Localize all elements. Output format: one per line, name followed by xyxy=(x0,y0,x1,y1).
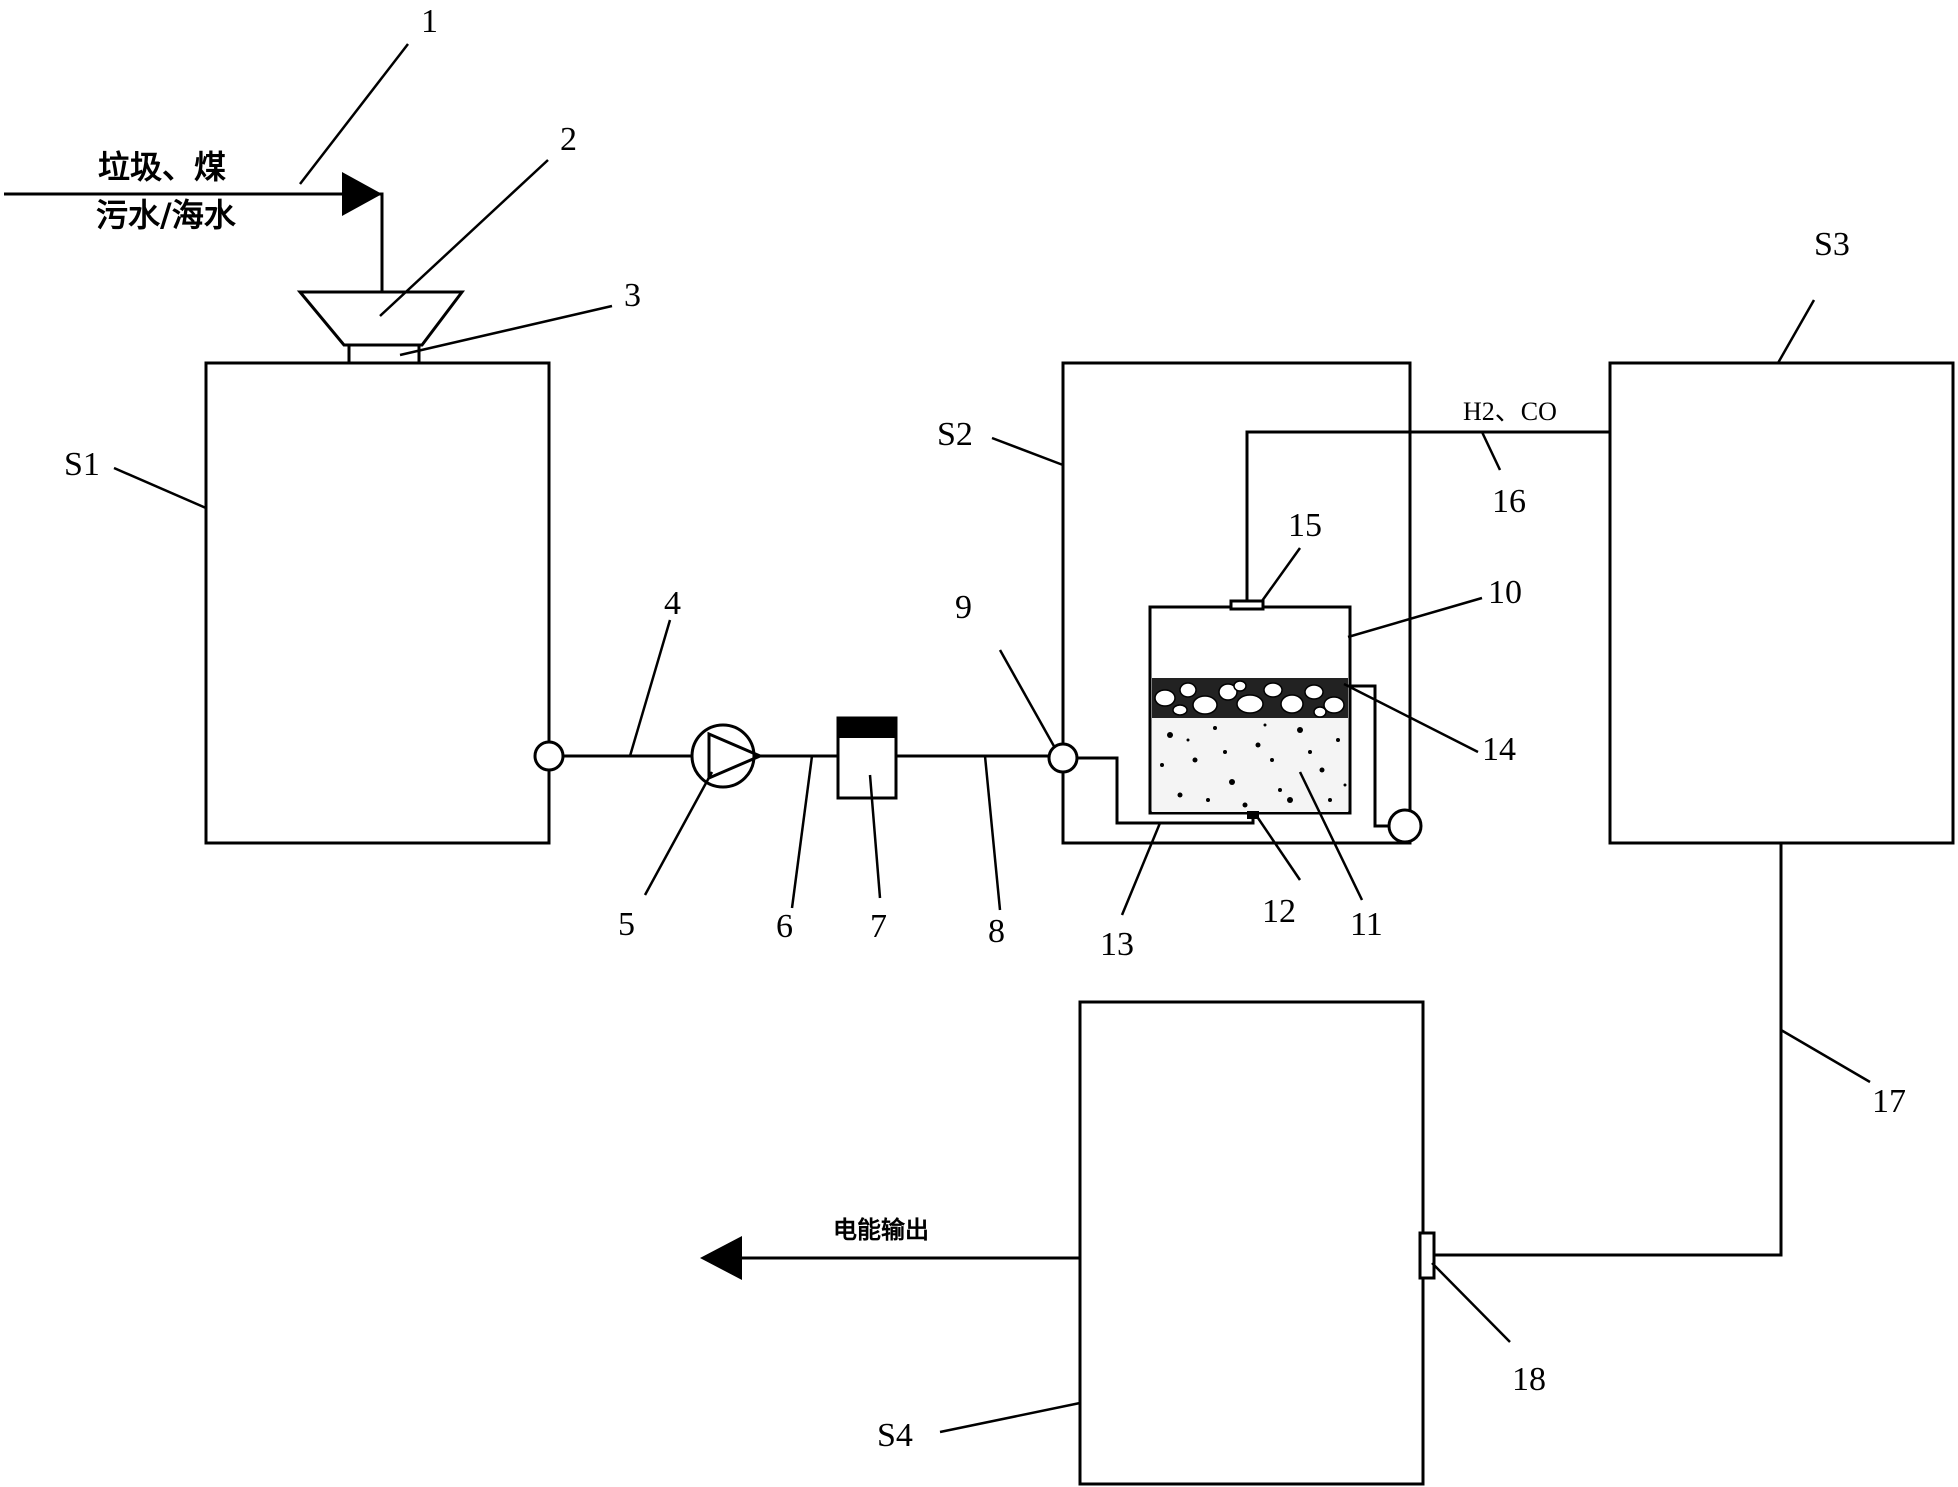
callout-13: 13 xyxy=(1100,926,1134,963)
output-arrow-icon xyxy=(700,1236,742,1280)
leader-2 xyxy=(379,159,549,317)
callout-11: 11 xyxy=(1350,906,1383,943)
leader-6 xyxy=(790,755,814,909)
transfer-line: 4 5 6 7 8 xyxy=(563,585,1052,950)
leader-4 xyxy=(628,619,672,757)
feed-inlet: 垃圾、煤 污水/海水 1 xyxy=(4,3,438,292)
bottom-nozzle-12 xyxy=(1247,811,1259,819)
inlet-valve-9 xyxy=(1047,742,1079,774)
callout-9: 9 xyxy=(955,589,972,626)
s1-tank xyxy=(204,361,551,845)
s3-unit xyxy=(1608,361,1955,845)
connector-18 xyxy=(1418,1231,1436,1280)
callout-5: 5 xyxy=(618,906,635,943)
pump-arrow-icon xyxy=(707,731,764,781)
filter-cap xyxy=(838,718,896,738)
bed-particles xyxy=(1160,723,1347,808)
hopper-funnel xyxy=(296,290,466,347)
unit-s3: S3 xyxy=(1608,226,1955,845)
unit-s4: 18 S4 xyxy=(877,1000,1546,1486)
callout-18: 18 xyxy=(1512,1361,1546,1398)
pump-5 xyxy=(690,723,756,789)
feed-drop-line xyxy=(342,192,384,292)
leader-11 xyxy=(1298,771,1364,901)
leader-s3 xyxy=(1776,299,1816,364)
label-s3: S3 xyxy=(1814,226,1850,263)
recirc-valve xyxy=(1387,808,1423,844)
s1-outlet-valve xyxy=(533,740,565,772)
callout-4: 4 xyxy=(664,585,681,622)
label-s1: S1 xyxy=(64,446,100,483)
callout-2: 2 xyxy=(560,121,577,158)
leader-s4 xyxy=(939,1401,1081,1434)
label-s4: S4 xyxy=(877,1417,913,1454)
callout-3: 3 xyxy=(624,277,641,314)
callout-8: 8 xyxy=(988,913,1005,950)
output-label: 电能输出 xyxy=(833,1216,929,1244)
leader-3 xyxy=(399,304,613,357)
callout-7: 7 xyxy=(870,908,887,945)
callout-6: 6 xyxy=(776,908,793,945)
pipe-13 xyxy=(1077,756,1255,825)
power-output: 电能输出 xyxy=(700,1216,1080,1280)
leader-18 xyxy=(1431,1262,1511,1343)
label-s2: S2 xyxy=(937,416,973,453)
gas-label: H2、CO xyxy=(1463,397,1557,426)
leader-10 xyxy=(1347,596,1483,639)
leader-5 xyxy=(643,771,714,896)
input-label-water: 污水/海水 xyxy=(96,196,237,234)
leader-16 xyxy=(1480,431,1502,471)
leader-17 xyxy=(1780,1028,1871,1084)
input-label-waste-coal: 垃圾、煤 xyxy=(98,148,226,186)
leader-15 xyxy=(1260,547,1302,602)
callout-16: 16 xyxy=(1492,483,1526,520)
hopper: 2 3 xyxy=(296,121,641,365)
leader-13 xyxy=(1120,822,1162,916)
leader-s2 xyxy=(991,436,1064,467)
callout-10: 10 xyxy=(1488,574,1522,611)
leader-12 xyxy=(1256,817,1302,881)
gas-outlet-15 xyxy=(1229,599,1265,611)
callout-17: 17 xyxy=(1872,1083,1906,1120)
callout-1: 1 xyxy=(421,3,438,40)
callout-14: 14 xyxy=(1482,731,1516,768)
pebbles xyxy=(1154,680,1345,718)
leader-s1 xyxy=(113,466,207,510)
leader-1 xyxy=(299,43,409,185)
leader-8 xyxy=(983,755,1002,911)
pipe-17 xyxy=(1430,843,1783,1257)
s4-unit xyxy=(1078,1000,1425,1486)
line-17: 17 xyxy=(1430,843,1906,1257)
pipe-16 xyxy=(1245,430,1610,601)
callout-15: 15 xyxy=(1288,507,1322,544)
leader-7 xyxy=(868,774,882,899)
recirc-line xyxy=(1348,684,1392,828)
granular-bed-11 xyxy=(1152,718,1348,812)
unit-s1: S1 xyxy=(64,361,565,845)
leader-9 xyxy=(998,649,1057,749)
unit-s2: S2 9 13 15 10 14 xyxy=(937,361,1522,963)
callout-12: 12 xyxy=(1262,893,1296,930)
gas-line: H2、CO 16 xyxy=(1245,397,1610,601)
